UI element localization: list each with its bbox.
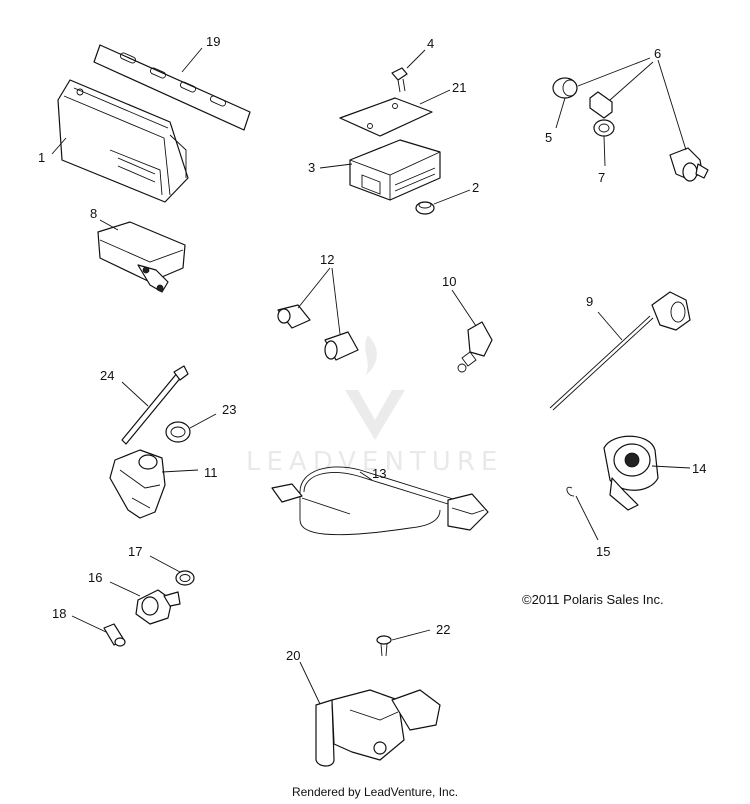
leader-14 <box>651 465 691 469</box>
callout-11: 11 <box>204 465 218 480</box>
part-1-ecu <box>57 79 189 203</box>
part-3-module <box>349 139 441 201</box>
leader-21 <box>419 89 451 105</box>
callouts: 1 19 4 21 3 2 6 5 7 8 12 10 9 24 23 11 1… <box>38 34 706 663</box>
callout-13: 13 <box>372 466 386 481</box>
callout-6: 6 <box>654 46 661 61</box>
part-4-screw <box>391 67 408 93</box>
part-22-screw <box>376 635 392 657</box>
leader-5 <box>555 97 566 129</box>
leader-13 <box>359 471 373 481</box>
part-17-ring <box>175 570 195 586</box>
leader-17 <box>149 555 181 573</box>
part-14-sensor <box>603 435 659 511</box>
part-9-sensor <box>549 291 691 411</box>
callout-17: 17 <box>128 544 142 559</box>
part-13-harness <box>271 466 489 536</box>
leader-10 <box>451 289 477 327</box>
callout-24: 24 <box>100 368 114 383</box>
part-12-right <box>324 331 359 361</box>
callout-2: 2 <box>472 180 479 195</box>
callout-9: 9 <box>586 294 593 309</box>
leader-6c <box>657 59 687 151</box>
copyright-text: ©2011 Polaris Sales Inc. <box>522 592 664 607</box>
callout-18: 18 <box>52 606 66 621</box>
part-16-sensor <box>135 589 181 625</box>
part-6-clip <box>589 91 613 119</box>
callout-12: 12 <box>320 252 334 267</box>
callout-3: 3 <box>308 160 315 175</box>
watermark-logo: LEADVENTURE <box>246 335 503 477</box>
part-5-cap <box>552 77 578 99</box>
part-19-bracket <box>93 44 251 131</box>
callout-7: 7 <box>598 170 605 185</box>
leader-22 <box>391 629 431 641</box>
leader-12a <box>297 267 331 309</box>
leader-8 <box>99 219 119 231</box>
part-23-oring <box>165 421 191 443</box>
leader-15 <box>575 495 599 541</box>
leader-19 <box>181 47 203 73</box>
callout-1: 1 <box>38 150 45 165</box>
part-11-sensor <box>109 449 166 519</box>
callout-8: 8 <box>90 206 97 221</box>
callout-15: 15 <box>596 544 610 559</box>
rendered-by-text: Rendered by LeadVenture, Inc. <box>291 785 459 799</box>
leader-18 <box>71 615 107 633</box>
leader-16 <box>109 581 141 597</box>
callout-20: 20 <box>286 648 300 663</box>
leader-23 <box>189 413 217 429</box>
part-8-sensor <box>97 221 186 293</box>
callout-21: 21 <box>452 80 466 95</box>
part-24-tie <box>121 365 189 445</box>
leader-6a <box>577 57 651 87</box>
leader-lines <box>51 47 691 705</box>
leader-3 <box>319 163 353 169</box>
leader-1 <box>51 137 67 155</box>
leader-24 <box>121 381 149 407</box>
callout-19: 19 <box>206 34 220 49</box>
part-2-grommet <box>415 201 435 215</box>
callout-22: 22 <box>436 622 450 637</box>
leader-20 <box>299 661 321 705</box>
part-21-cover <box>339 97 433 137</box>
leader-12b <box>331 267 341 335</box>
part-12-left <box>277 304 311 329</box>
part-10-sensor <box>457 321 493 373</box>
leader-11 <box>161 469 199 473</box>
callout-10: 10 <box>442 274 456 289</box>
callout-14: 14 <box>692 461 706 476</box>
watermark-text: LEADVENTURE <box>246 447 503 477</box>
leader-6b <box>609 61 654 101</box>
callout-16: 16 <box>88 570 102 585</box>
leader-4 <box>406 49 426 69</box>
part-20-valve <box>315 689 441 767</box>
leader-9 <box>597 311 623 341</box>
leader-2 <box>433 189 471 205</box>
callout-5: 5 <box>545 130 552 145</box>
part-7-nut <box>593 119 615 137</box>
part-18-bolt <box>103 623 126 647</box>
part-15-clip <box>566 486 575 497</box>
callout-4: 4 <box>427 36 434 51</box>
leader-7 <box>603 135 606 167</box>
part-6-sensor <box>669 147 709 182</box>
callout-23: 23 <box>222 402 236 417</box>
